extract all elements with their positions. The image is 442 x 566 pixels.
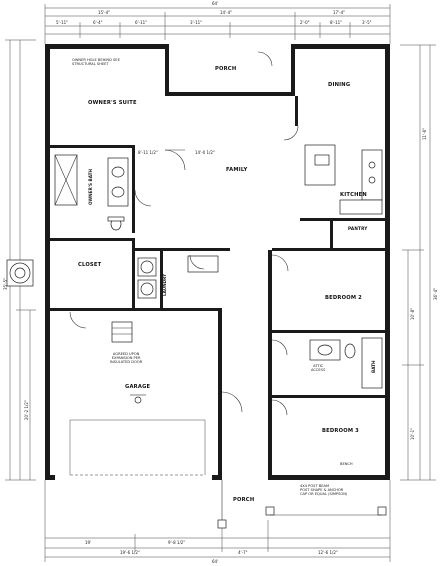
dim-top-sub-6: 8'-11" (330, 20, 343, 25)
room-label-porch-bottom: PORCH (233, 497, 255, 503)
dim-left-total: 35'-5" (3, 277, 8, 290)
room-label-garage: GARAGE (125, 384, 151, 390)
room-label-bath: BATH (371, 360, 376, 373)
room-label-closet: CLOSET (78, 262, 102, 268)
dim-right-total: 36'-4" (433, 287, 438, 300)
room-label-pantry: PANTRY (348, 226, 368, 231)
room-label-laundry: LAUNDRY (162, 273, 167, 296)
dim-bot-a: 19' (85, 540, 92, 545)
garage-door (69, 419, 206, 476)
interior-walls (50, 96, 385, 398)
dim-mid-b: 8'-11 1/2" (138, 150, 158, 155)
dim-top-sub-4: 3'-11" (190, 20, 203, 25)
attic-access-note: ATTIC ACCESS (311, 364, 326, 373)
porch-post-note: 4X4 POST BEAM POST SHAPE & ANCHOR CAP OR… (300, 484, 348, 497)
dim-left-low: 20'-2 1/2" (24, 400, 29, 420)
exterior-walls (45, 44, 390, 480)
bench-note: BENCH (340, 462, 353, 466)
top-dimension-lines (44, 4, 391, 44)
room-label-owners-bath: OWNER'S BATH (88, 169, 93, 205)
expansion-note: AGREED UPON EXPANSION PER INSULATED DOOR (110, 352, 143, 365)
dim-right-c: 10'-1" (410, 427, 415, 440)
dim-top-b: 14'-4" (220, 10, 233, 15)
dim-bot-d: 4'-7" (238, 550, 248, 555)
dim-top-a: 15'-4" (98, 10, 111, 15)
room-label-bedroom-3: BEDROOM 3 (322, 428, 359, 434)
dim-top-sub-2: 6'-4" (93, 20, 103, 25)
dim-right-a: 11'-6" (422, 127, 427, 140)
dim-top-sub-7: 3'-5" (362, 20, 372, 25)
hvac-unit-icon (6, 259, 34, 287)
dim-top-sub-1: 5'-11" (56, 20, 69, 25)
dim-bot-b: 9'-8 1/2" (168, 540, 186, 545)
dim-top-total: 64' (212, 1, 219, 6)
dim-top-c: 17'-4" (333, 10, 346, 15)
room-label-owners-suite: OWNER'S SUITE (88, 100, 137, 106)
dim-bot-c: 19'-6 1/2" (120, 550, 140, 555)
dim-bot-total: 64' (212, 559, 219, 564)
porch-posts (217, 480, 387, 529)
door-swings (69, 51, 299, 416)
room-label-porch-top: PORCH (215, 66, 237, 72)
dim-bot-e: 12'-6 1/2" (318, 550, 338, 555)
dim-mid-a: 14'-0 1/2" (195, 150, 215, 155)
bottom-dimension-lines (44, 480, 391, 562)
fixtures (54, 144, 383, 404)
room-label-dining: DINING (328, 82, 351, 88)
room-label-kitchen: KITCHEN (340, 192, 367, 198)
dim-top-sub-3: 6'-11" (135, 20, 148, 25)
dim-top-sub-5: 2'-0" (300, 20, 310, 25)
room-label-bedroom-2: BEDROOM 2 (325, 295, 362, 301)
dim-right-b: 10'-8" (410, 307, 415, 320)
structural-note: OWNER HOLE BEHIND SEE STRUCTURAL SHEET (72, 58, 120, 67)
room-label-family: FAMILY (226, 167, 248, 173)
